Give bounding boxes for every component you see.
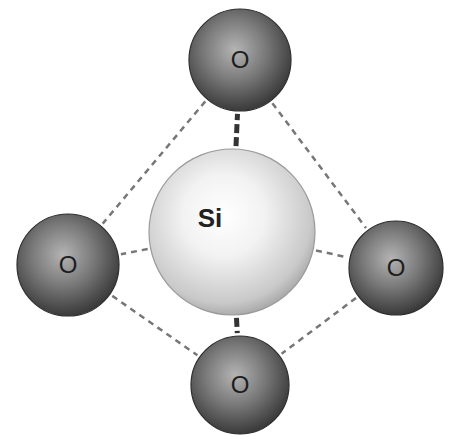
atom-label-box: O <box>348 220 444 316</box>
atom-circle <box>189 9 291 111</box>
atom-label-box: O <box>190 335 290 435</box>
atom-circle <box>149 149 315 315</box>
atom-label-box: O <box>188 8 292 112</box>
silicon-atom: Si <box>148 148 316 316</box>
atom-circle <box>17 214 119 316</box>
atom-label-box: O <box>16 213 120 317</box>
bond-line <box>316 250 347 257</box>
oxygen-atom: O <box>188 8 292 112</box>
atom-symbol: O <box>387 255 406 281</box>
atom-symbol: O <box>231 372 250 398</box>
oxygen-atom: O <box>348 220 444 316</box>
oxygen-atom: O <box>16 213 120 317</box>
atom-symbol: O <box>59 252 78 278</box>
bond-line <box>234 318 240 333</box>
atom-sphere <box>148 148 316 316</box>
atom-symbol: Si <box>198 204 223 233</box>
atom-symbol: O <box>231 47 250 73</box>
oxygen-atom: O <box>190 335 290 435</box>
bond-line <box>282 298 356 354</box>
bond-line <box>236 114 237 146</box>
atom-circle <box>349 221 443 315</box>
bond-line <box>112 296 197 355</box>
atom-circle <box>191 336 289 434</box>
bond-line <box>121 249 148 254</box>
atom-label-box: Si <box>126 134 294 302</box>
